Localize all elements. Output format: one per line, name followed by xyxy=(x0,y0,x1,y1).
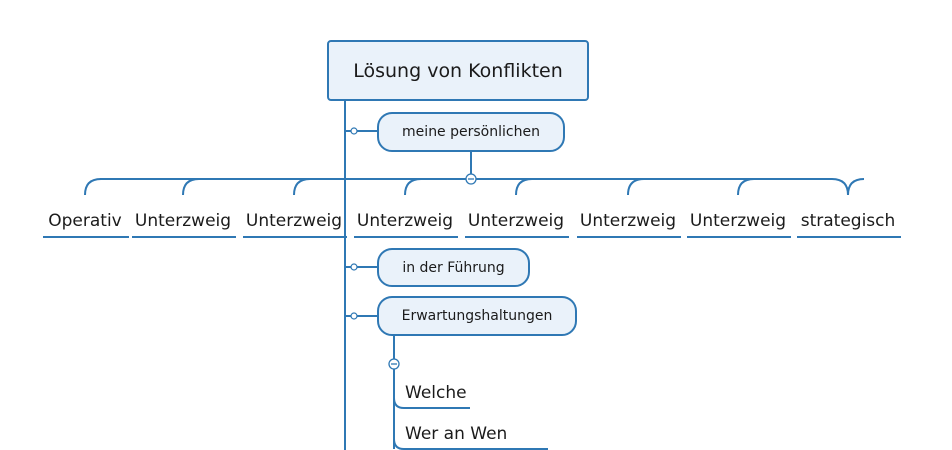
topic-label: in der Führung xyxy=(402,259,505,276)
branch-arch xyxy=(293,178,311,196)
branch-arch xyxy=(847,178,865,196)
branch-arch xyxy=(404,178,422,196)
leaf-connector-welche xyxy=(393,397,470,409)
branch-arch xyxy=(84,178,102,196)
leaf-connector-wer xyxy=(393,438,548,450)
connector-dot-icon xyxy=(350,263,358,271)
topic-label: meine persönlichen xyxy=(402,124,540,140)
branch-label[interactable]: Unterzweig xyxy=(356,211,454,231)
branch-arch xyxy=(737,178,755,196)
branch-label[interactable]: strategisch xyxy=(800,211,896,231)
branch-label[interactable]: Operativ xyxy=(48,211,122,231)
topic-in-der-fuehrung[interactable]: in der Führung xyxy=(377,248,530,287)
connector-dot-icon xyxy=(350,127,358,135)
branch-label[interactable]: Unterzweig xyxy=(245,211,343,231)
branch-label[interactable]: Unterzweig xyxy=(467,211,565,231)
branch-arch xyxy=(515,178,533,196)
root-topic[interactable]: Lösung von Konflikten xyxy=(327,40,589,101)
connector-dot-icon xyxy=(350,312,358,320)
leaf-welche[interactable]: Welche xyxy=(405,383,467,403)
root-label: Lösung von Konflikten xyxy=(353,59,563,82)
branch-arch-right xyxy=(831,178,849,196)
topic-meine-persoenlichen[interactable]: meine persönlichen xyxy=(377,112,565,152)
branch-label[interactable]: Unterzweig xyxy=(579,211,677,231)
branch-label[interactable]: Unterzweig xyxy=(134,211,232,231)
branch-arch xyxy=(627,178,645,196)
topic-erwartungshaltungen[interactable]: Erwartungshaltungen xyxy=(377,296,577,336)
branch-label[interactable]: Unterzweig xyxy=(689,211,787,231)
leaf-wer-an-wen[interactable]: Wer an Wen xyxy=(405,424,508,444)
topic-label: Erwartungshaltungen xyxy=(401,308,553,324)
branch-arch xyxy=(182,178,200,196)
